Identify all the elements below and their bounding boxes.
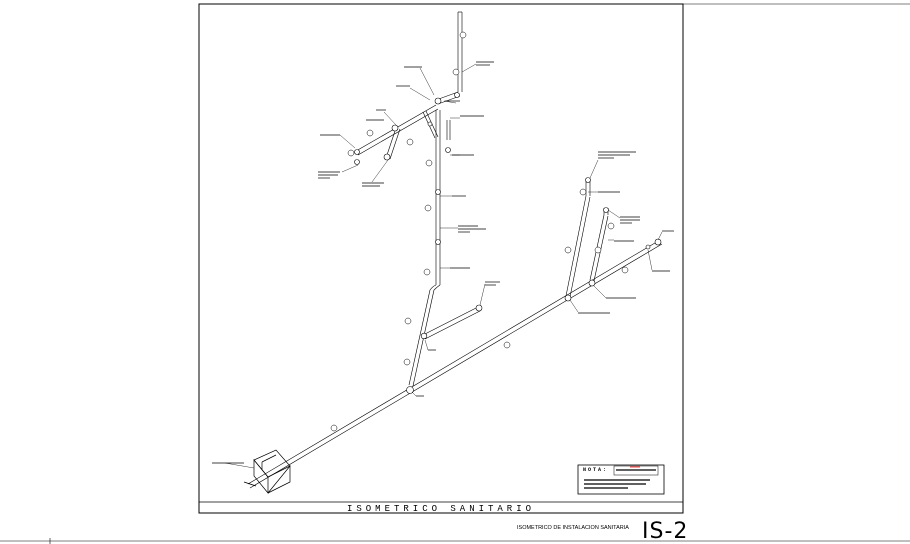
fitting-end-right-b (645, 244, 651, 250)
upper-left-drop-a (385, 127, 397, 159)
main-drain-pipe-b (249, 243, 663, 489)
callout-leaders (224, 63, 663, 469)
fitting-upper-left-cap (354, 159, 360, 165)
stack-bend (429, 284, 441, 291)
fitting-right2-top (603, 207, 609, 213)
fitting-right-top (585, 177, 591, 183)
fitting-upper-left-2 (383, 153, 391, 161)
stack-lower-a (408, 289, 431, 386)
fitting-top-small (445, 147, 451, 153)
bottom-caption: ISOMETRICO DE INSTALACION SANITARIA (517, 525, 629, 531)
piping-network (247, 11, 663, 489)
fitting-top-branch (427, 121, 433, 127)
fitting-right-riser (564, 294, 572, 302)
fitting-upper-left-1 (391, 124, 399, 132)
nota-symbol (613, 465, 659, 476)
branch-right-b (424, 310, 481, 340)
main-drain-pipe-a (247, 239, 661, 485)
fitting-end-right (654, 238, 662, 246)
fitting-branch-end (475, 304, 483, 312)
nota-box: NOTA: (577, 464, 665, 495)
pipe-fittings (354, 92, 662, 394)
right-riser-a (565, 195, 587, 297)
reference-bubbles (330, 31, 629, 432)
fitting-junction-main (406, 386, 414, 394)
fitting-stack-2 (435, 189, 441, 195)
drawing-frame (198, 3, 684, 514)
fitting-wye-lower (420, 332, 428, 340)
fitting-stack-top (434, 97, 442, 105)
fitting-stack-1 (435, 239, 441, 245)
upper-left-drop-b (389, 128, 401, 160)
right-riser-b (569, 196, 591, 298)
fitting-upper-left-end (354, 149, 360, 155)
frame-title: ISOMETRICO SANITARIO (347, 504, 535, 514)
sheet-code: IS-2 (642, 519, 688, 544)
fitting-right-riser2 (588, 279, 596, 287)
branch-right-a (422, 306, 479, 336)
registro-box (253, 449, 291, 494)
upper-left-branch-b (357, 108, 439, 156)
registro-outlet (243, 481, 257, 487)
annotation-scribbles (212, 61, 674, 464)
fitting-vent-base (454, 92, 460, 98)
nota-label: NOTA: (583, 467, 608, 473)
right-riser2-b (593, 215, 609, 282)
